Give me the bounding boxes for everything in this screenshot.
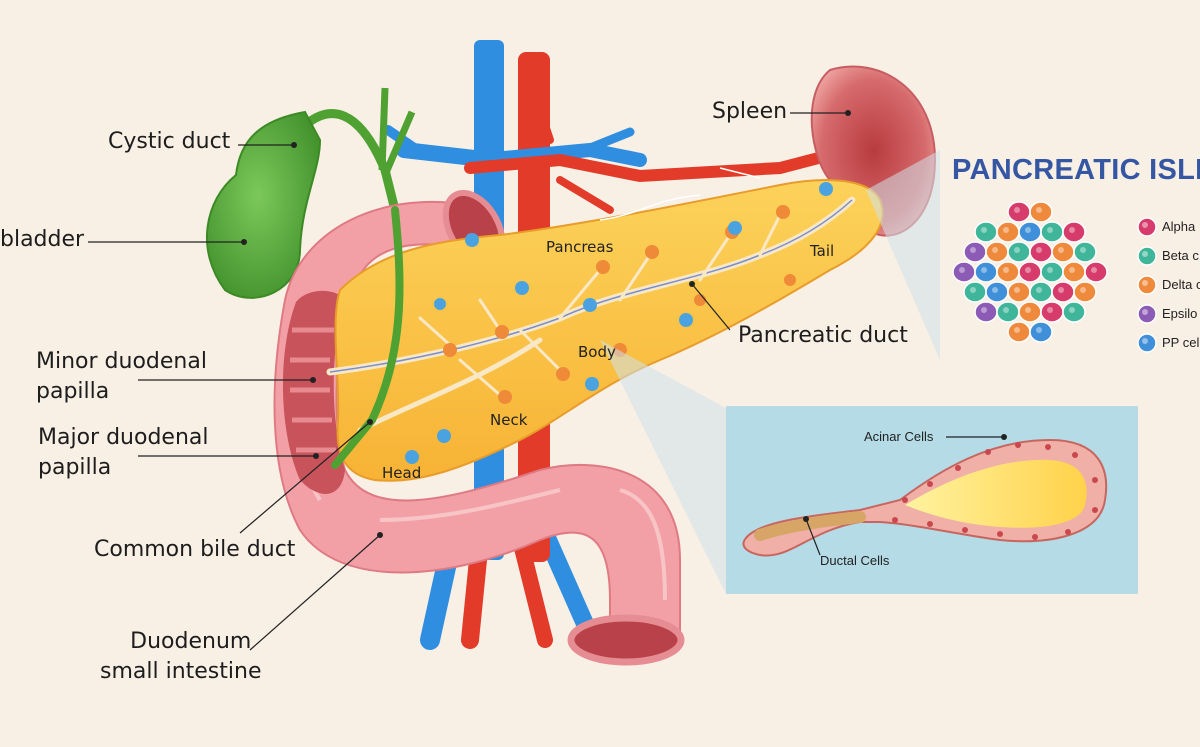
islet-cell-highlight: [1069, 267, 1075, 273]
label-duodenum: Duodenum small intestine: [100, 628, 262, 686]
label-common-bile-duct: Common bile duct: [94, 537, 296, 562]
islet-cell-highlight: [1025, 267, 1031, 273]
islet-cell-highlight: [1036, 207, 1042, 213]
common-bile-duct-path: [331, 206, 404, 469]
islet-cell-highlight: [992, 247, 998, 253]
label-spleen: Spleen: [712, 99, 788, 124]
islet-cell: [1029, 201, 1053, 223]
islet-cell-highlight: [1091, 267, 1097, 273]
label-duodenum-line-1: Duodenum: [130, 629, 252, 654]
acinus-zoom-shade: [600, 340, 726, 594]
islet-cell-highlight: [1080, 247, 1086, 253]
label-minor-line-1: Minor duodenal: [36, 349, 207, 374]
label-neck: Neck: [490, 411, 528, 429]
islet-cell-highlight: [1047, 307, 1053, 313]
leader-lines: [88, 112, 1004, 651]
islet-cell-highlight: [1047, 267, 1053, 273]
gallbladder-shape: [205, 110, 322, 299]
legend-label-2: Delta c: [1162, 277, 1200, 292]
islet-cell-highlight: [981, 307, 987, 313]
islet-cell: [1062, 221, 1086, 243]
biliary-tree: [205, 87, 416, 299]
pancreas: [326, 179, 884, 482]
islet-cell-highlight: [1058, 287, 1064, 293]
duodenum-lower-opening: [567, 614, 685, 666]
legend-swatch-4: [1137, 333, 1157, 353]
islet-cell: [1062, 301, 1086, 323]
islet-cell-highlight: [981, 227, 987, 233]
label-cystic-duct: Cystic duct: [108, 129, 231, 154]
label-ductal-cells: Ductal Cells: [820, 553, 890, 568]
legend-swatch-0: [1137, 217, 1157, 237]
label-head: Head: [382, 464, 422, 482]
islet-cell-highlight: [1069, 307, 1075, 313]
label-minor-line-2: papilla: [36, 379, 110, 405]
acinus-inset: [726, 406, 1138, 594]
islet-cell-highlight: [1058, 247, 1064, 253]
islet-cell: [1029, 321, 1053, 343]
islet-cell-highlight: [959, 267, 965, 273]
islet-cell-highlight: [970, 287, 976, 293]
islet-zoom-shade: [866, 150, 940, 360]
legend-label-0: Alpha: [1162, 219, 1196, 234]
islet-cell: [1073, 241, 1097, 263]
islet-cell-highlight: [1014, 327, 1020, 333]
legend-swatch-2: [1137, 275, 1157, 295]
label-gallbladder: bladder: [0, 227, 85, 252]
label-major-line-1: Major duodenal: [38, 425, 209, 450]
label-major-line-2: papilla: [38, 455, 112, 481]
label-body: Body: [578, 343, 616, 361]
islet-cell-highlight: [970, 247, 976, 253]
islet-cell-highlight: [1036, 327, 1042, 333]
islet-cell-highlight: [1080, 287, 1086, 293]
islet-cell-highlight: [1003, 227, 1009, 233]
label-acinar-cells: Acinar Cells: [864, 429, 934, 444]
islet-cell-highlight: [981, 267, 987, 273]
label-duodenum-line-2: small intestine: [100, 659, 262, 685]
islet-cell-highlight: [1047, 227, 1053, 233]
islet-cell-highlight: [1036, 287, 1042, 293]
label-pancreas: Pancreas: [546, 238, 614, 256]
label-major-duodenal-papilla: Major duodenal papilla: [38, 424, 208, 482]
islets-title: PANCREATIC ISLE: [952, 154, 1200, 186]
islet-cell: [1073, 281, 1097, 303]
islet-cluster: [952, 201, 1108, 343]
islet-cell-highlight: [992, 287, 998, 293]
label-minor-duodenal-papilla: Minor duodenal papilla: [36, 348, 207, 406]
legend-label-3: Epsilo: [1162, 306, 1198, 321]
islet-cell-highlight: [1069, 227, 1075, 233]
leader-dots: [241, 110, 1007, 538]
islet-cell-highlight: [1014, 247, 1020, 253]
islet-cell-highlight: [1036, 247, 1042, 253]
islet-cell-highlight: [1003, 307, 1009, 313]
islet-cell-highlight: [1003, 267, 1009, 273]
legend-swatch-1: [1137, 246, 1157, 266]
islet-cell-highlight: [1014, 287, 1020, 293]
islet-cell-highlight: [1014, 207, 1020, 213]
legend-swatch-3: [1137, 304, 1157, 324]
legend-label-1: Beta c: [1162, 248, 1199, 263]
islet-cell: [1084, 261, 1108, 283]
legend-label-4: PP cel: [1162, 335, 1200, 350]
label-tail: Tail: [810, 242, 835, 260]
islet-cell-highlight: [1025, 307, 1031, 313]
label-pancreatic-duct: Pancreatic duct: [738, 323, 908, 348]
islet-cell-highlight: [1025, 227, 1031, 233]
